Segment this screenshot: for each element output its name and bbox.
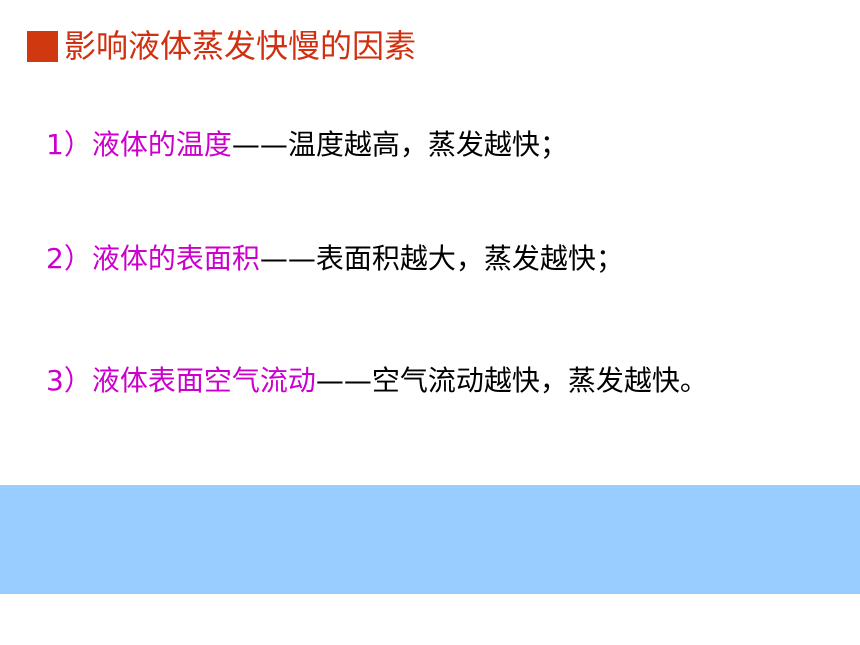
blue-band (0, 485, 860, 594)
factor-dash: —— (315, 364, 372, 397)
factor-term: 液体表面空气流动 (91, 364, 316, 397)
factor-dash: —— (259, 242, 316, 275)
factor-item-surface-area: 2）液体的表面积——表面积越大，蒸发越快； (46, 239, 624, 279)
factor-term: 液体的温度 (91, 128, 232, 161)
factor-description: 空气流动越快，蒸发越快。 (371, 364, 708, 397)
factor-item-airflow: 3）液体表面空气流动——空气流动越快，蒸发越快。 (46, 361, 708, 401)
factor-description: 表面积越大，蒸发越快； (315, 242, 624, 275)
bullet-square-icon (27, 30, 58, 62)
slide-title-text: 影响液体蒸发快慢的因素 (64, 27, 417, 65)
factor-term: 液体的表面积 (91, 242, 260, 275)
factor-dash: —— (231, 128, 288, 161)
factor-number: 3） (46, 364, 92, 397)
factor-number: 1） (46, 128, 92, 161)
factor-description: 温度越高，蒸发越快； (287, 128, 568, 161)
slide-title: 影响液体蒸发快慢的因素 (27, 22, 416, 70)
factor-item-temperature: 1）液体的温度——温度越高，蒸发越快； (46, 125, 568, 165)
factor-number: 2） (46, 242, 92, 275)
